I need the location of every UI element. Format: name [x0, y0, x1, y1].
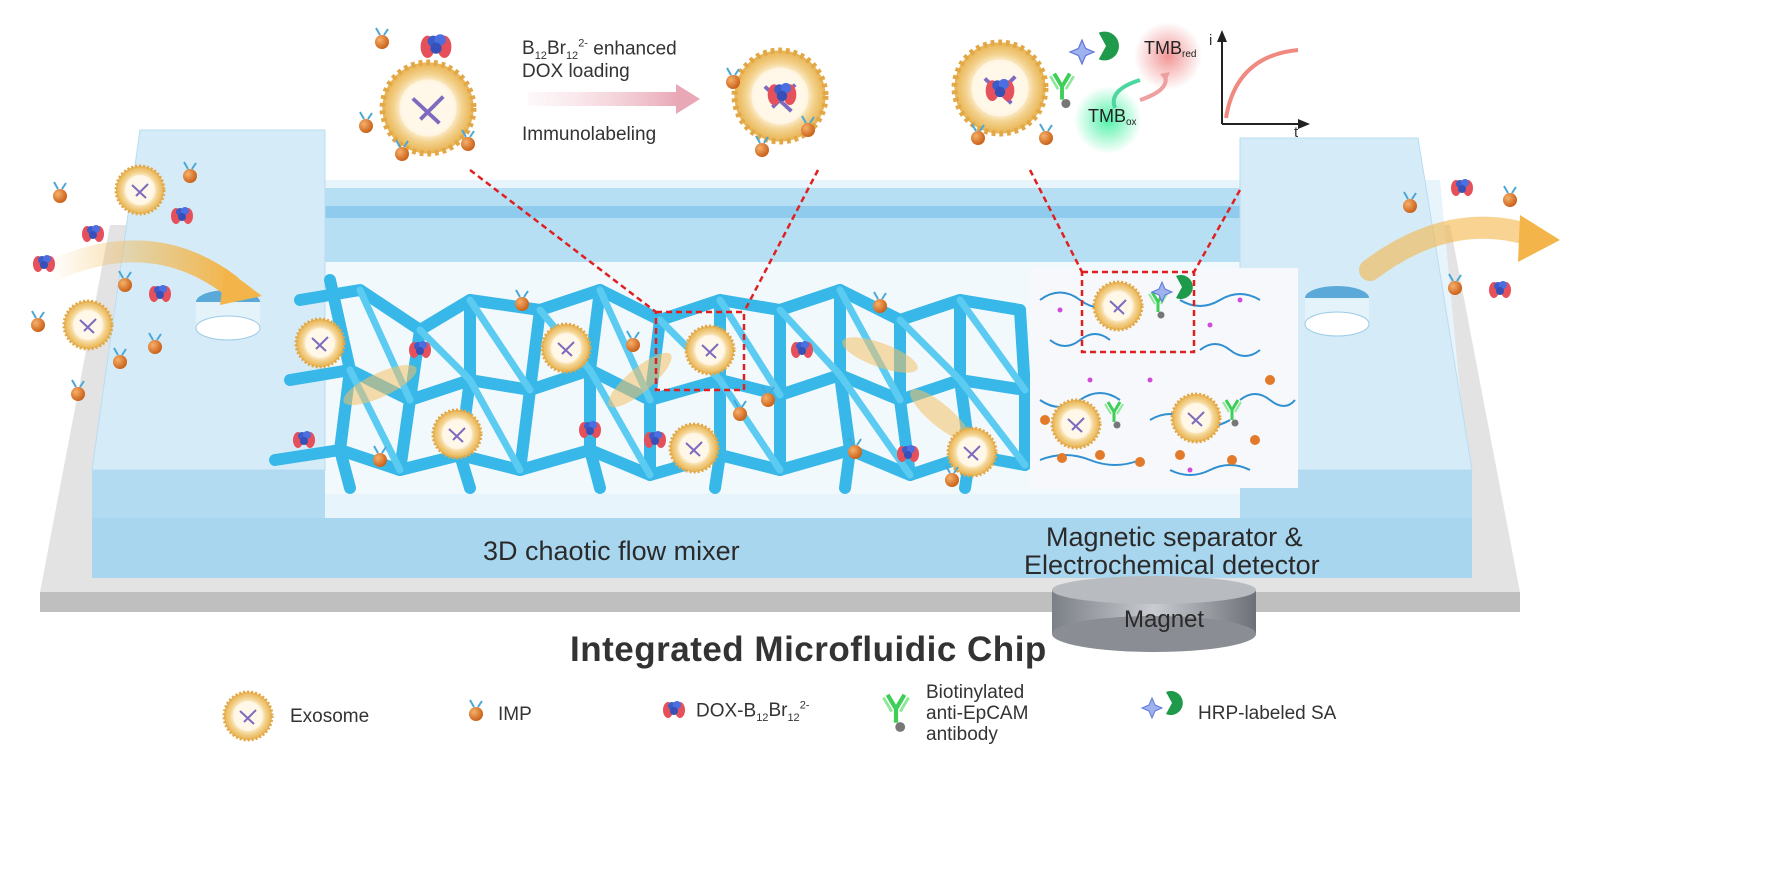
detector-label-line2: Electrochemical detector: [1024, 550, 1320, 580]
current-curve: [1224, 48, 1299, 119]
detector-label-line1: Magnetic separator &: [1046, 522, 1303, 552]
mixer-label: 3D chaotic flow mixer: [483, 536, 740, 566]
immunolabeling-label: Immunolabeling: [522, 124, 657, 145]
legend-antibody-line3: antibody: [926, 724, 998, 745]
magnet: [1052, 576, 1256, 652]
particles-detector: [1040, 274, 1275, 473]
loading-arrow: [676, 84, 700, 114]
loading-label-line1: B12Br122- enhanced: [522, 38, 677, 63]
legend-antibody-line2: anti-EpCAM: [926, 703, 1029, 724]
tmb-red-label: TMBred: [1144, 38, 1197, 60]
flow-arrows: [39, 215, 1560, 441]
loading-process: [358, 27, 826, 162]
current-time-plot: [1217, 30, 1310, 129]
detection-process: [954, 22, 1202, 154]
detector-region: [1030, 268, 1298, 488]
legend-hrp: HRP-labeled SA: [1198, 703, 1337, 724]
legend-dox: DOX-B12Br122-: [696, 700, 810, 725]
loading-label-line2: DOX loading: [522, 61, 630, 82]
legend-antibody-line1: Biotinylated: [926, 682, 1025, 703]
plot-x-axis-label: t: [1294, 124, 1299, 141]
diagram-title: Integrated Microfluidic Chip: [570, 630, 1047, 669]
zoom-callouts: [469, 169, 1242, 392]
plot-y-axis-label: i: [1209, 32, 1213, 49]
tmb-ox-label: TMBox: [1088, 106, 1137, 128]
magnet-label: Magnet: [1124, 606, 1205, 633]
legend-imp: IMP: [498, 704, 532, 725]
legend-exosome: Exosome: [290, 706, 370, 727]
